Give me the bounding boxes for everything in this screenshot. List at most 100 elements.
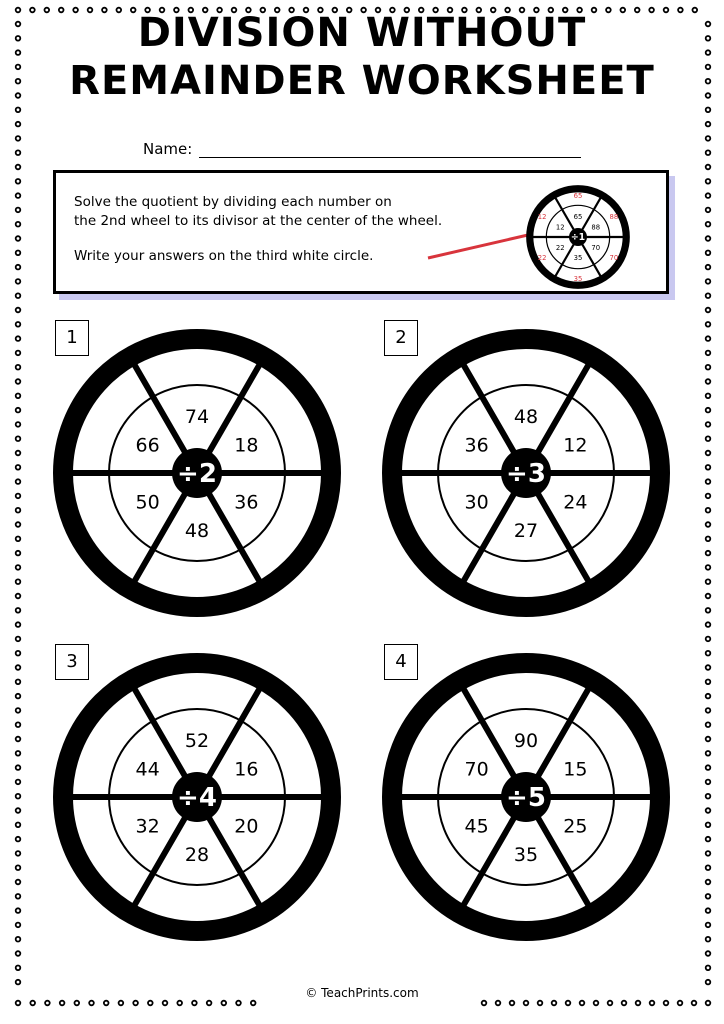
border-dot: [590, 6, 598, 14]
border-dot: [704, 564, 712, 571]
footer-copyright: © TeachPrints.com: [305, 986, 419, 1000]
border-dot: [205, 999, 213, 1007]
border-dot: [14, 120, 22, 128]
border-dot: [14, 163, 22, 171]
border-dot: [129, 6, 137, 14]
border-dot: [14, 964, 22, 971]
border-dot: [14, 263, 22, 271]
border-dot: [14, 106, 22, 113]
border-dot: [480, 999, 488, 1007]
border-dot: [14, 249, 22, 256]
border-dot: [14, 6, 22, 14]
border-dot: [704, 750, 712, 757]
border-dot: [132, 999, 139, 1007]
border-dot: [43, 6, 50, 14]
border-dot: [704, 364, 712, 371]
border-dot: [117, 999, 125, 1007]
border-dot: [317, 6, 324, 14]
arrow-line: [427, 230, 542, 260]
border-dot: [14, 678, 22, 685]
border-dot: [704, 507, 712, 514]
border-dot: [14, 950, 22, 957]
border-dot: [704, 321, 712, 328]
border-dot: [662, 999, 670, 1007]
border-dot: [704, 378, 712, 385]
border-dot: [704, 778, 712, 786]
border-dot: [704, 735, 712, 743]
border-dot: [704, 35, 712, 42]
border-dot: [704, 764, 712, 771]
border-dot: [704, 435, 712, 442]
border-dot: [14, 220, 22, 228]
border-dot: [704, 664, 712, 671]
border-dot: [14, 864, 22, 871]
border-dot: [704, 678, 712, 685]
problem-number-box: 3: [55, 644, 89, 680]
border-dot: [346, 6, 353, 14]
border-dot: [14, 621, 22, 628]
border-dot: [704, 621, 712, 628]
border-dot: [704, 464, 712, 471]
border-dot: [14, 464, 22, 471]
border-dot: [14, 936, 22, 943]
border-dot: [14, 564, 22, 571]
dividend-number: 12: [556, 223, 565, 231]
answer-number: 88: [610, 213, 619, 221]
border-dot: [14, 192, 22, 199]
border-dot: [704, 864, 712, 871]
border-dot: [187, 6, 194, 14]
border-dot: [115, 6, 122, 14]
border-dot: [14, 149, 22, 156]
border-dot: [73, 999, 80, 1007]
border-dot: [704, 392, 712, 399]
border-dot: [144, 6, 151, 14]
border-dot: [14, 364, 22, 371]
border-dot: [704, 850, 712, 857]
border-dot: [58, 6, 65, 14]
answer-number: 12: [538, 213, 547, 221]
border-dot: [14, 835, 22, 843]
border-dot: [704, 92, 712, 99]
border-dot: [704, 478, 712, 485]
border-dot: [578, 999, 586, 1007]
border-dot: [14, 92, 22, 99]
border-dot: [14, 735, 22, 743]
answer-number: 70: [610, 254, 619, 262]
border-dot: [14, 278, 22, 285]
border-dot: [72, 6, 79, 14]
border-dot: [14, 921, 22, 929]
border-dot: [634, 999, 642, 1007]
border-dot: [508, 999, 516, 1007]
border-dot: [14, 49, 22, 56]
border-dot: [704, 878, 712, 886]
border-dot: [704, 936, 712, 943]
border-dot: [704, 421, 712, 428]
border-dot: [14, 435, 22, 442]
border-dot: [704, 907, 712, 914]
border-dot: [704, 163, 712, 171]
border-dot: [44, 999, 51, 1007]
name-field[interactable]: [199, 157, 581, 158]
border-dot: [536, 999, 544, 1007]
border-dot: [88, 999, 95, 1007]
instruction-line-3: Write your answers on the third white ci…: [74, 248, 374, 264]
border-dot: [14, 549, 22, 557]
border-dot: [704, 964, 712, 971]
border-dot: [648, 999, 656, 1007]
border-dot: [201, 6, 209, 14]
border-dot: [704, 149, 712, 156]
border-dot: [176, 999, 183, 1007]
border-dot: [14, 692, 22, 700]
border-dot: [704, 721, 712, 728]
border-dot: [245, 6, 252, 14]
border-dot: [704, 492, 712, 500]
border-dot: [564, 999, 572, 1007]
border-dot: [216, 6, 223, 14]
problem-number-box: 4: [384, 644, 418, 680]
border-dot: [14, 335, 22, 342]
border-dot: [86, 6, 94, 14]
border-dot: [14, 292, 22, 299]
border-dot: [704, 63, 712, 71]
title-line-1: DIVISION WITHOUT: [137, 10, 587, 56]
